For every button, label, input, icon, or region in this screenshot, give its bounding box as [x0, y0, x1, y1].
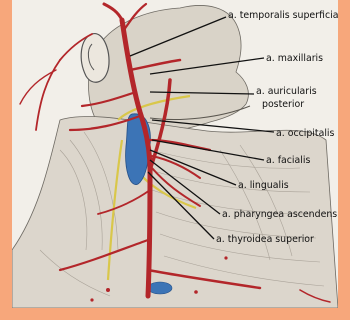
label-auricularis-line1: a. auricularis [256, 86, 317, 97]
label-maxillaris: a. maxillaris [266, 53, 323, 64]
anatomy-illustration: a. temporalis superficialis a. maxillari… [12, 0, 338, 308]
label-facialis: a. facialis [266, 155, 310, 166]
subclavian-vein [148, 282, 172, 294]
label-lingualis: a. lingualis [238, 180, 289, 191]
label-occipitalis: a. occipitalis [276, 128, 335, 139]
label-auricularis-line2: posterior [262, 99, 304, 110]
label-thyroidea: a. thyroidea superior [216, 234, 314, 245]
label-temporalis: a. temporalis superficialis [228, 10, 338, 21]
ear-outline [81, 34, 109, 83]
label-pharyngea: a. pharyngea ascendens [222, 209, 337, 220]
neck-arteries-drawing: a. temporalis superficialis a. maxillari… [12, 0, 338, 308]
